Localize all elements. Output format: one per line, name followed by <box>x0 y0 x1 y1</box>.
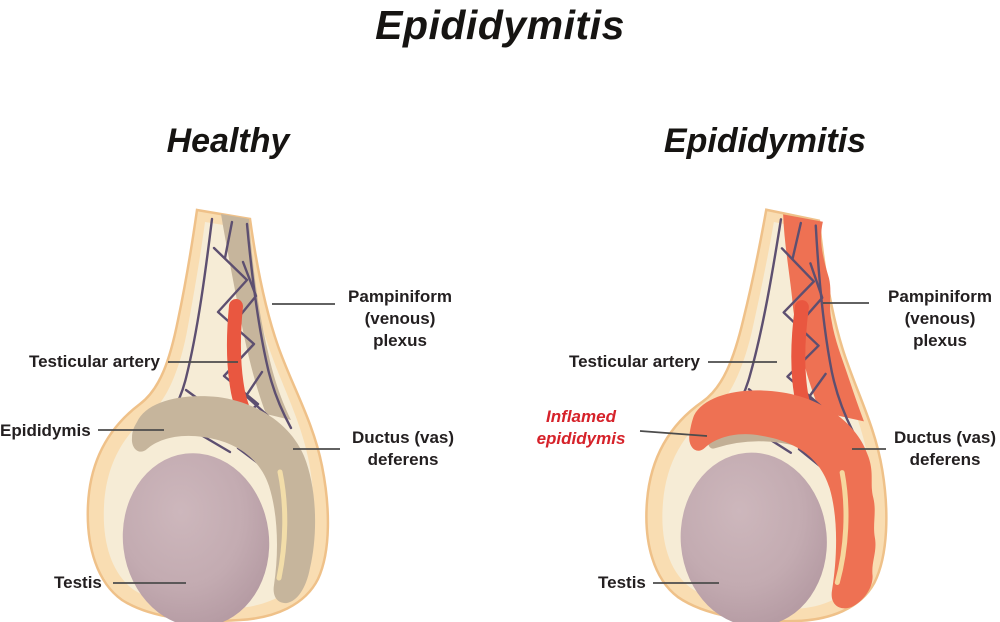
inflamed-epididymis-crease <box>834 470 849 585</box>
main-title: Epididymitis <box>375 2 625 48</box>
epididymis-shape <box>131 396 316 604</box>
epididymitis-panel-heading: Epididymitis <box>663 122 867 160</box>
leader-lines <box>98 302 886 584</box>
label-inflamed-epididymis: Inflamed epididymis <box>536 407 626 448</box>
healthy-panel-heading: Healthy <box>166 122 290 160</box>
label-testicular-artery-right: Testicular artery <box>568 352 700 371</box>
inflamed-epididymis-shape <box>689 390 876 609</box>
healthy-figure <box>86 208 330 622</box>
leader-inflamed-right <box>639 430 708 437</box>
label-ductus-left: Ductus (vas) deferens <box>351 428 455 469</box>
ductus-deferens-cord-band <box>221 214 291 420</box>
label-ductus-right: Ductus (vas) deferens <box>893 428 997 469</box>
epididymis-crease <box>276 469 288 581</box>
label-pampiniform-right: Pampiniform (venous) plexus <box>888 287 992 350</box>
label-epididymis-left: Epididymis <box>0 421 91 440</box>
label-testis-left: Testis <box>54 573 102 592</box>
epididymitis-figure <box>641 204 899 622</box>
label-testicular-artery-left: Testicular artery <box>28 352 160 371</box>
label-testis-right: Testis <box>598 573 646 592</box>
label-pampiniform-left: Pampiniform (venous) plexus <box>348 287 452 350</box>
